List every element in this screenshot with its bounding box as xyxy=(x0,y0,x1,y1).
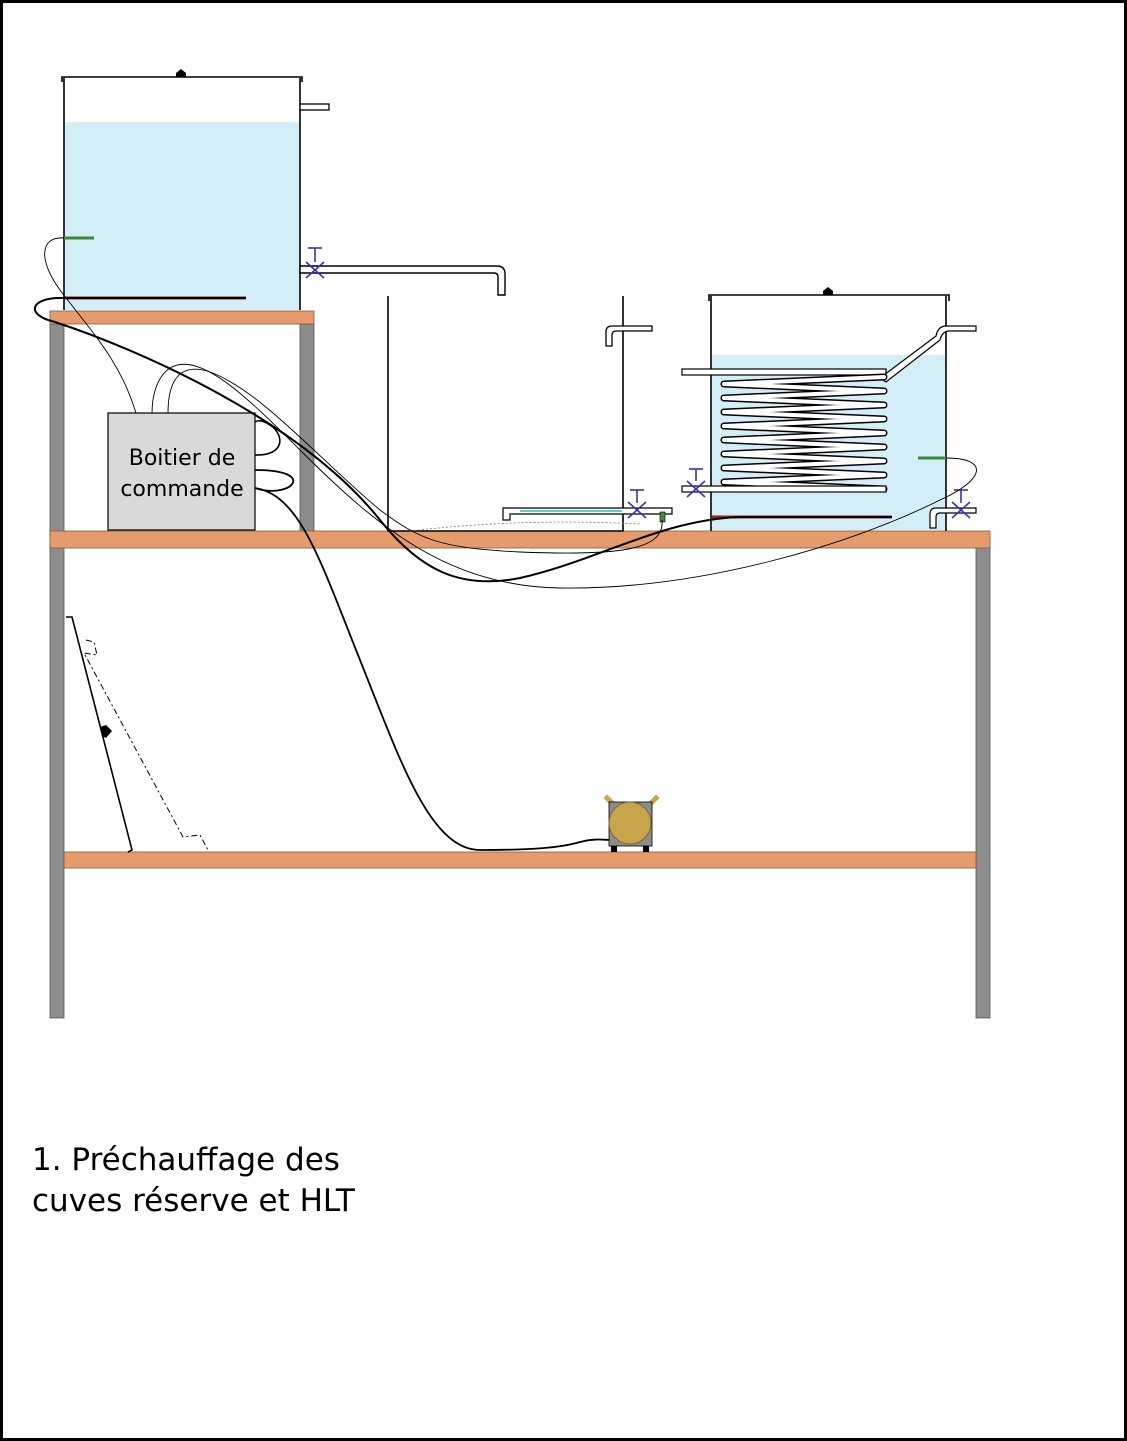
hlt-tank xyxy=(681,287,977,531)
pump[interactable] xyxy=(603,794,660,852)
table-leg-right xyxy=(975,545,991,1019)
hlt-heater-loop-cable xyxy=(254,419,281,456)
reserve-tank-lid xyxy=(61,76,303,82)
mash-tun-walls xyxy=(387,296,624,532)
cables xyxy=(33,237,977,851)
bottom-shelf xyxy=(63,851,977,869)
hlt-coil-valve[interactable] xyxy=(686,468,706,498)
reserve-heater-cable xyxy=(33,297,892,583)
pump-head xyxy=(608,801,652,845)
control-box[interactable]: Boitier de commande xyxy=(107,412,256,531)
reserve-tank-outlet-pipe xyxy=(299,265,506,296)
mash-tun-valve[interactable] xyxy=(627,489,647,519)
hlt-tank-lid xyxy=(708,294,950,301)
mash-tun-sparge-arm xyxy=(605,325,653,347)
mash-tun-false-bottom-pipe xyxy=(502,507,673,521)
pump-foot-right xyxy=(643,846,649,852)
hlt-coil-riser xyxy=(878,325,977,383)
reserve-sensor-cable xyxy=(44,237,137,414)
reserve-tank xyxy=(61,69,506,310)
reserve-tank-lid-handle xyxy=(176,69,186,77)
hlt-coil-outlet-pipe xyxy=(681,485,887,493)
caption-line1: 1. Préchauffage des xyxy=(32,1142,340,1178)
hinged-board-solid xyxy=(66,616,133,853)
mash-tun-dotted-line xyxy=(409,521,641,532)
upper-shelf xyxy=(49,310,315,325)
reserve-tank-overflow-pipe xyxy=(299,103,330,111)
caption-line2: cuves réserve et HLT xyxy=(32,1183,355,1219)
hlt-coil-inlet-pipe xyxy=(681,368,887,376)
hlt-tank-lid-handle xyxy=(823,287,833,295)
table-structure xyxy=(49,310,991,1019)
diagram-caption: 1. Préchauffage des cuves réserve et HLT xyxy=(32,1140,632,1222)
pump-foot-left xyxy=(611,846,617,852)
main-shelf xyxy=(49,530,991,549)
reserve-tank-water xyxy=(65,122,299,310)
control-box-body xyxy=(107,412,256,531)
hinged-board xyxy=(66,616,209,853)
hinged-board-ghost xyxy=(83,639,209,851)
reserve-tank-valve[interactable] xyxy=(305,247,325,279)
mash-tun xyxy=(387,296,673,532)
upper-stand-leg xyxy=(299,323,315,533)
hlt-sensor-cable xyxy=(151,363,977,589)
hlt-drain-valve[interactable] xyxy=(951,489,971,519)
table-leg-left xyxy=(49,323,65,1019)
mash-sensor-cable xyxy=(167,368,663,554)
control-box-label-line2: commande xyxy=(120,477,243,502)
control-box-label-line1: Boitier de xyxy=(129,446,235,471)
mash-tun-sensor xyxy=(659,511,666,523)
pump-cable xyxy=(254,469,611,851)
hlt-coil-inner xyxy=(722,375,886,491)
hinged-board-arrow xyxy=(100,725,112,738)
